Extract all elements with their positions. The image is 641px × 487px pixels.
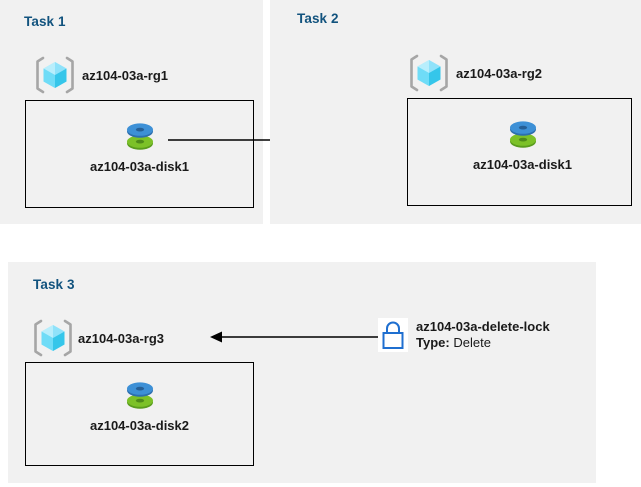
disk-node-task3: az104-03a-disk2 <box>72 375 207 433</box>
resource-group-container-task2 <box>407 98 632 206</box>
disk-label-task3: az104-03a-disk2 <box>89 418 189 433</box>
lock-icon <box>378 318 408 352</box>
disk-label-task1: az104-03a-disk1 <box>89 159 189 174</box>
task-title-task3: Task 3 <box>33 277 75 292</box>
resource-group-node-task2: az104-03a-rg2 <box>408 53 542 93</box>
delete-lock-type-key: Type: <box>416 335 450 351</box>
task-title-task2: Task 2 <box>297 11 339 26</box>
resource-group-icon <box>34 319 72 357</box>
delete-lock-node: az104-03a-delete-lock Type: Delete <box>378 318 550 352</box>
managed-disk-icon <box>126 382 153 409</box>
task-panel-task2 <box>270 0 641 224</box>
resource-group-container-task1 <box>25 100 254 208</box>
resource-group-label-task1: az104-03a-rg1 <box>82 67 168 83</box>
resource-group-node-task1: az104-03a-rg1 <box>34 55 168 95</box>
delete-lock-type-row: Type: Delete <box>416 335 550 351</box>
resource-group-icon <box>410 54 448 92</box>
resource-group-label-task2: az104-03a-rg2 <box>456 65 542 81</box>
resource-group-icon <box>36 56 74 94</box>
task-title-task1: Task 1 <box>24 14 66 29</box>
delete-lock-type-value: Delete <box>453 335 491 351</box>
task-panel-task3 <box>8 262 596 483</box>
disk-node-task2: az104-03a-disk1 <box>455 114 590 172</box>
disk-node-task1: az104-03a-disk1 <box>72 116 207 174</box>
lock-applies-arrow <box>210 331 378 343</box>
task-panel-task1 <box>0 0 263 224</box>
disk-label-task2: az104-03a-disk1 <box>472 157 572 172</box>
delete-lock-name: az104-03a-delete-lock <box>416 319 550 334</box>
resource-group-label-task3: az104-03a-rg3 <box>78 330 164 346</box>
resource-group-node-task3: az104-03a-rg3 <box>32 318 164 358</box>
managed-disk-icon <box>126 123 153 150</box>
managed-disk-icon <box>509 121 536 148</box>
delete-lock-text: az104-03a-delete-lock Type: Delete <box>416 319 550 352</box>
resource-group-container-task3 <box>25 362 254 466</box>
